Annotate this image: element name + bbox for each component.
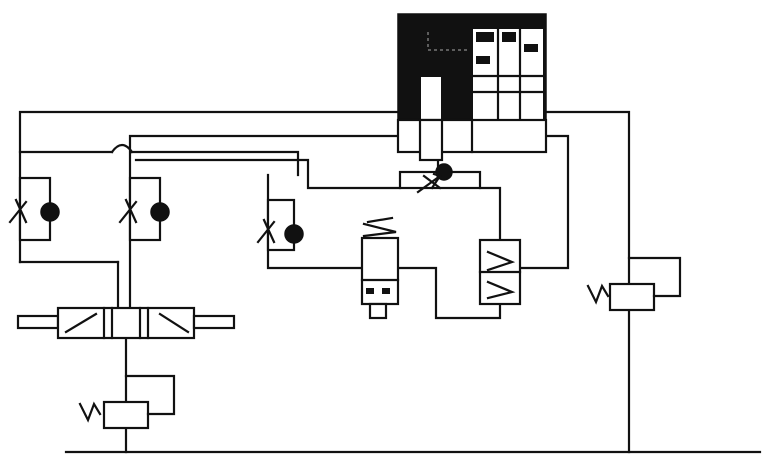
inner-line-a <box>128 134 400 310</box>
actuator-right <box>192 314 236 330</box>
arrow-icon <box>486 280 516 300</box>
throttle-check-valve-3 <box>256 198 304 252</box>
inner-line-c <box>266 173 502 320</box>
cylinder-return-line <box>518 134 570 270</box>
bridge-line-right <box>130 150 300 177</box>
directional-valve-4-3 <box>16 306 236 340</box>
throttle-check-valve-1 <box>8 176 120 264</box>
spring-icon <box>78 401 102 423</box>
throttle-icon <box>118 198 138 224</box>
spring-icon <box>586 283 610 305</box>
inner-line-b <box>134 158 402 190</box>
flow-arrow-icon <box>64 312 190 334</box>
solenoid-valve <box>360 216 400 320</box>
hydraulic-cylinder <box>396 13 548 162</box>
inner-line-d <box>478 186 502 242</box>
pressure-relief-valve-left <box>78 374 176 430</box>
throttle-icon <box>256 218 276 244</box>
actuator-left <box>16 314 60 330</box>
arrow-icon <box>486 250 516 272</box>
throttle-check-valve-top <box>398 163 482 194</box>
throttle-icon <box>8 198 28 224</box>
pressure-relief-valve-right <box>586 256 682 312</box>
piston-rod <box>419 75 443 121</box>
throttle-check-valve-2 <box>118 176 170 242</box>
check-ball-icon <box>40 202 60 222</box>
check-ball-icon <box>150 202 170 222</box>
check-ball-icon <box>284 224 304 244</box>
spring-icon <box>362 216 397 238</box>
sequence-valve <box>478 238 522 306</box>
line-bridge <box>110 143 134 154</box>
